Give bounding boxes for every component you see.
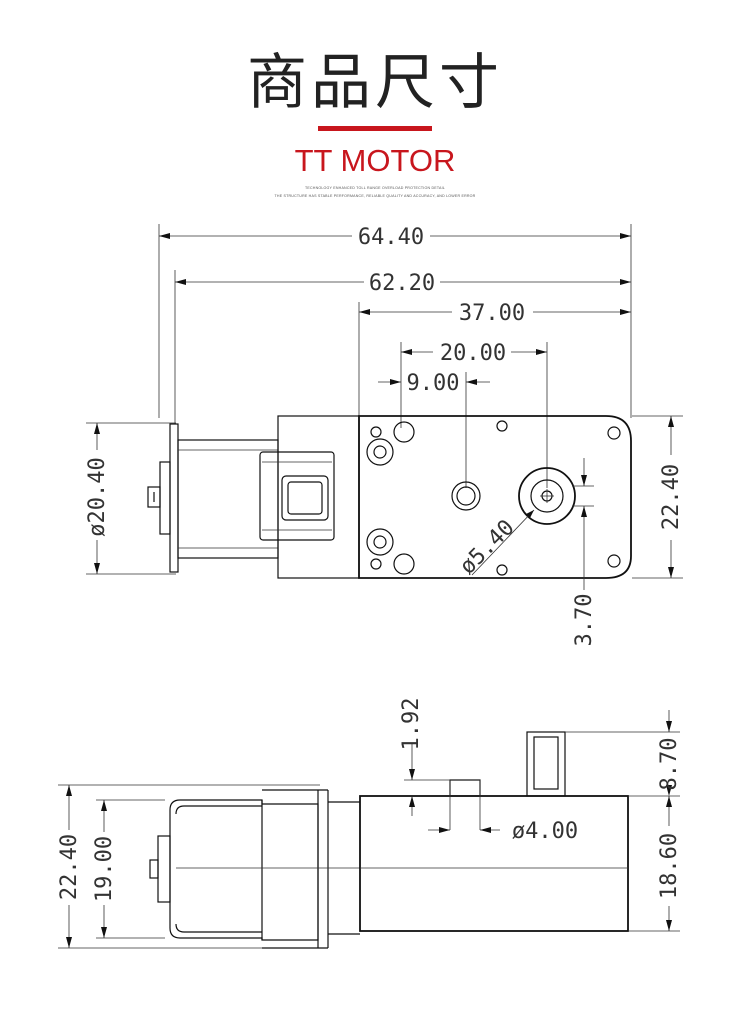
dim-side-gearbox-height: 18.60 [657,833,682,899]
dim-shaft-flat: 3.70 [572,594,597,647]
dim-gearbox-length: 37.00 [459,301,525,326]
dim-shaft-diameter: ø5.40 [455,515,520,580]
dim-gearbox-height: 22.40 [659,464,684,530]
product-subtitle: TT MOTOR [294,143,456,178]
dim-boss-height: 1.92 [399,698,424,751]
side-view-drawing: 22.40 19.00 [57,698,682,949]
dim-hole-offset: 9.00 [407,371,460,396]
dim-side-overall-height: 22.40 [57,834,82,900]
page-title: 商品尺寸 [247,48,503,118]
dim-motor-height: 19.00 [92,836,117,902]
dim-shaft-length: 8.70 [657,738,682,791]
title-underline [318,126,432,131]
dim-boss-diameter: ø4.00 [512,819,578,844]
top-view-drawing: 64.40 62.20 37.00 20.00 [85,224,684,646]
dim-body-length: 62.20 [369,271,435,296]
dim-motor-diameter: ø20.40 [85,457,110,536]
dim-overall-length: 64.40 [358,225,424,250]
dim-shaft-offset: 20.00 [440,341,506,366]
fine-print-line-1: TECHNOLOGY ENHANCED TOLL RANGE OVERLOAD … [304,186,445,190]
fine-print-line-2: THE STRUCTURE HAS STABLE PERFORMANCE, RE… [274,194,476,198]
